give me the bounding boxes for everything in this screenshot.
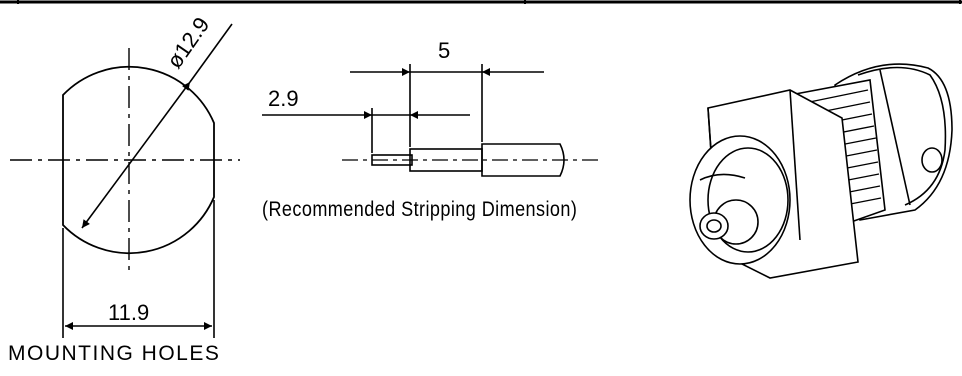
stripping-dimension-caption: (Recommended Stripping Dimension)	[262, 198, 578, 221]
dim-5-label: 5	[438, 38, 450, 63]
bnc-bulkhead-connector-icon	[689, 63, 953, 279]
mounting-holes-caption: MOUNTING HOLES	[8, 342, 221, 365]
width-label: 11.9	[108, 300, 149, 325]
diameter-leader-line	[189, 23, 233, 83]
title-block-border	[0, 0, 962, 4]
mounting-hole-outline	[62, 65, 215, 255]
cable-jacket	[481, 143, 565, 177]
diameter-dimension-line	[81, 81, 191, 229]
diameter-label: ø12.9	[162, 12, 215, 72]
inner-conductor	[371, 154, 413, 166]
mounting-hole-view	[10, 23, 240, 338]
dim-2-9-label: 2.9	[268, 86, 299, 111]
stripping-diagram	[262, 64, 600, 177]
